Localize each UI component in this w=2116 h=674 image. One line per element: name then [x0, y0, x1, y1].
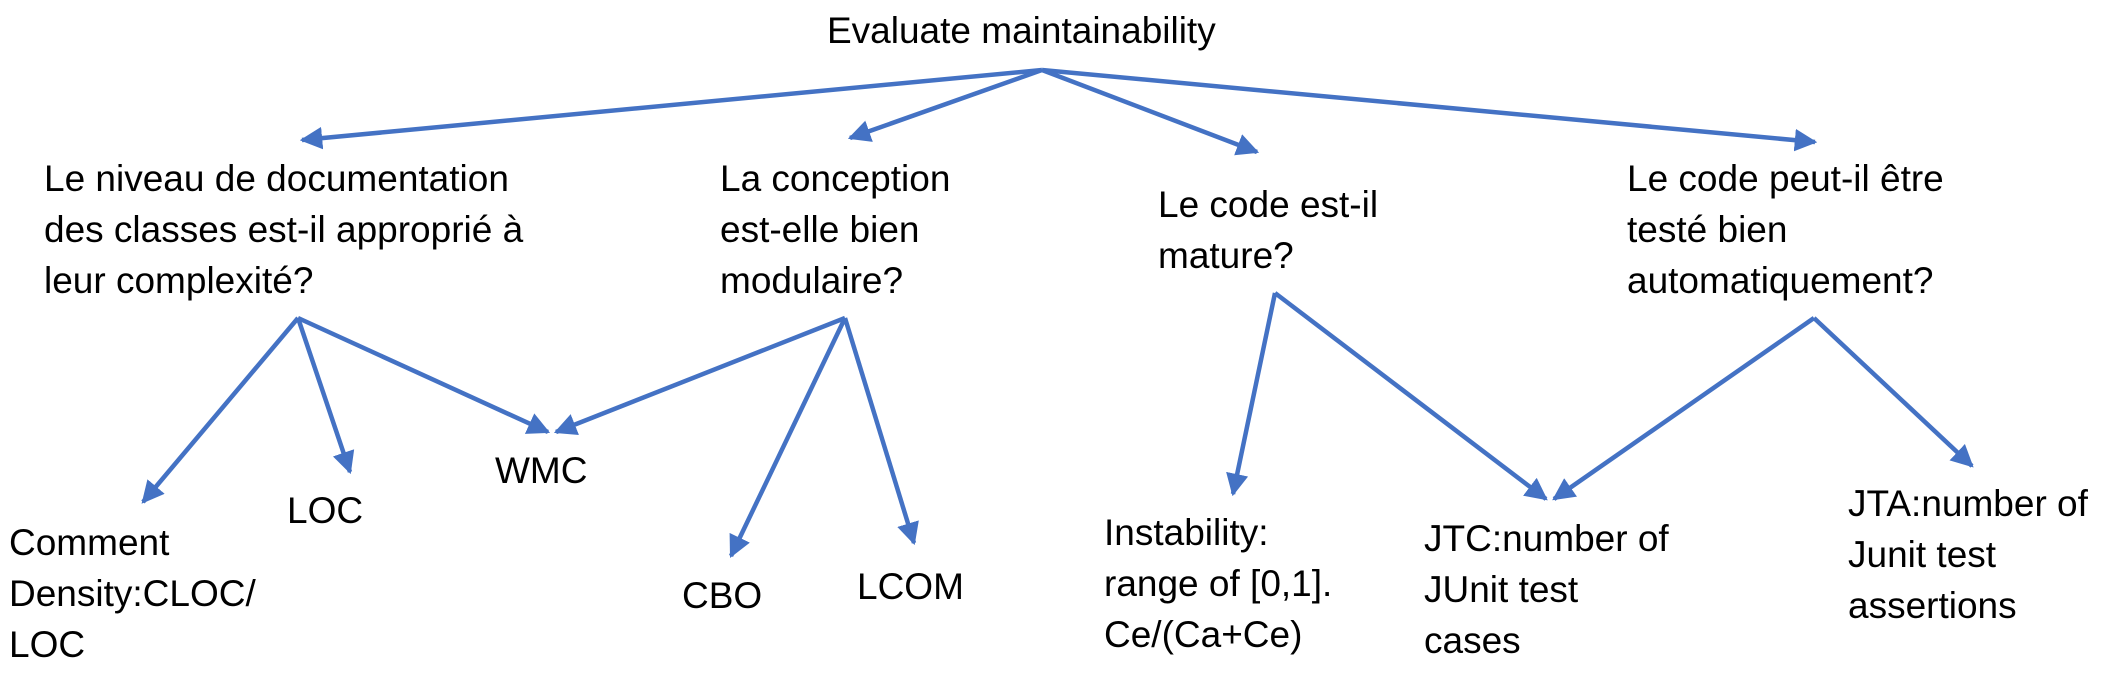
question-maturity: Le code est-il mature?: [1158, 179, 1378, 281]
edge-documentation-to-wmc: [297, 315, 551, 435]
question-modularity-line: est-elle bien: [720, 209, 920, 250]
question-modularity: La conception est-elle bien modulaire?: [720, 153, 950, 306]
edge-modularity-to-lcom: [842, 317, 919, 546]
edge-documentation-to-comment-density: [141, 316, 300, 504]
question-documentation-line: des classes est-il approprié à: [44, 209, 524, 250]
metric-cbo-line: CBO: [682, 575, 763, 616]
question-documentation-line: Le niveau de documentation: [44, 158, 509, 199]
metric-instability-line: range of [0,1].: [1104, 563, 1333, 604]
question-documentation: Le niveau de documentation des classes e…: [44, 153, 523, 306]
edge-modularity-to-wmc: [553, 315, 846, 436]
question-testability-line: automatiquement?: [1627, 260, 1934, 301]
question-testability-line: testé bien: [1627, 209, 1788, 250]
question-modularity-line: La conception: [720, 158, 951, 199]
edge-root-to-documentation: [299, 67, 1043, 150]
edge-modularity-to-cbo: [728, 317, 848, 559]
metric-lcom: LCOM: [857, 561, 964, 612]
metric-comment-density: Comment Density:CLOC/ LOC: [9, 517, 256, 670]
metric-cbo: CBO: [682, 570, 762, 621]
edge-testability-to-jtc: [1552, 316, 1816, 501]
metric-jta: JTA:number of Junit test assertions: [1848, 478, 2088, 631]
root-node: Evaluate maintainability: [827, 5, 1216, 56]
question-modularity-line: modulaire?: [720, 260, 904, 301]
metric-lcom-line: LCOM: [857, 566, 964, 607]
edge-testability-to-jta: [1812, 316, 1974, 468]
question-testability: Le code peut-il être testé bien automati…: [1627, 153, 1944, 306]
question-testability-line: Le code peut-il être: [1627, 158, 1944, 199]
metric-instability-line: Instability:: [1104, 512, 1269, 553]
edge-documentation-to-loc: [295, 317, 355, 475]
metric-loc: LOC: [287, 485, 363, 536]
edge-maturity-to-instability: [1226, 292, 1278, 497]
question-documentation-line: leur complexité?: [44, 260, 314, 301]
metric-comment-density-line: Density:CLOC/: [9, 573, 256, 614]
metric-instability-line: Ce/(Ca+Ce): [1104, 614, 1303, 655]
metric-jtc: JTC:number of JUnit test cases: [1424, 513, 1669, 666]
metric-comment-density-line: LOC: [9, 624, 86, 665]
edge-root-to-maturity: [1041, 67, 1260, 156]
edge-root-to-testability: [1041, 67, 1818, 152]
metric-jta-line: assertions: [1848, 585, 2017, 626]
edge-maturity-to-jtc: [1273, 291, 1548, 501]
metric-jta-line: Junit test: [1848, 534, 1997, 575]
root-label-line: Evaluate maintainability: [827, 10, 1216, 51]
metric-loc-line: LOC: [287, 490, 364, 531]
metric-jta-line: JTA:number of: [1848, 483, 2088, 524]
question-maturity-line: Le code est-il: [1158, 184, 1379, 225]
metric-wmc-line: WMC: [495, 450, 588, 491]
metric-jtc-line: cases: [1424, 620, 1521, 661]
metric-instability: Instability: range of [0,1]. Ce/(Ca+Ce): [1104, 507, 1332, 660]
question-maturity-line: mature?: [1158, 235, 1294, 276]
metric-wmc: WMC: [495, 445, 587, 496]
edge-root-to-modularity: [847, 67, 1043, 142]
metric-jtc-line: JUnit test: [1424, 569, 1579, 610]
metric-comment-density-line: Comment: [9, 522, 170, 563]
metric-jtc-line: JTC:number of: [1424, 518, 1669, 559]
